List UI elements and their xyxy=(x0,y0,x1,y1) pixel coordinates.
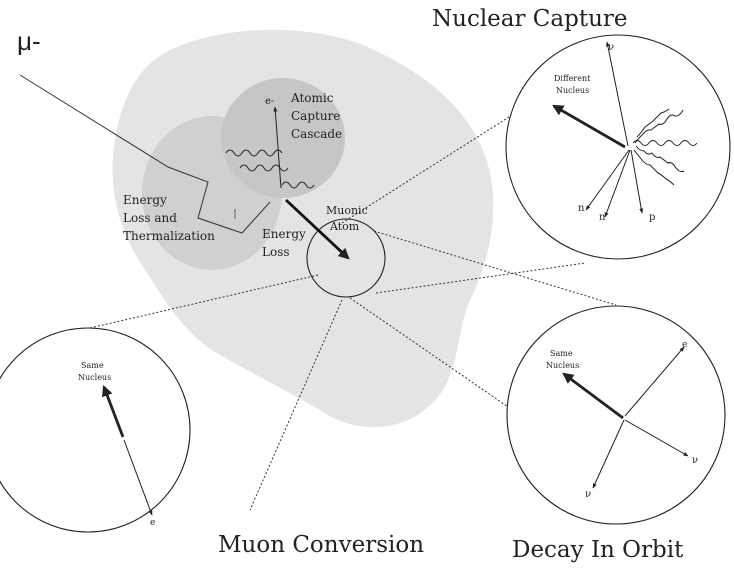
energy-loss-arrow xyxy=(285,198,350,260)
electron-arrow xyxy=(273,106,282,189)
decay-in-orbit-title: Decay In Orbit xyxy=(512,537,684,563)
neutrino-label-dio-2: ν xyxy=(585,489,591,500)
electron-top-label: e- xyxy=(265,96,274,107)
neutron-label-2: n xyxy=(599,212,606,223)
decay-in-orbit-contents xyxy=(562,346,689,489)
neutrino-label-nc: ν xyxy=(608,42,614,53)
muonic-atom-label: Muonic Atom xyxy=(326,204,371,233)
muon-conversion-circle xyxy=(0,327,191,533)
muon-conversion-title: Muon Conversion xyxy=(218,532,424,558)
muon-label: μ- xyxy=(17,26,41,56)
electron-label-mc: e xyxy=(150,518,155,528)
muon-track xyxy=(19,74,271,234)
nuclear-capture-title: Nuclear Capture xyxy=(432,6,628,32)
decay-in-orbit-circle xyxy=(506,305,726,525)
electron-label-dio: e xyxy=(682,340,687,350)
energy-loss-thermalization-label: Energy Loss and Thermalization xyxy=(123,193,215,243)
same-nucleus-label-dio: Same Nucleus xyxy=(546,349,579,370)
nuclear-capture-contents xyxy=(552,41,698,218)
different-nucleus-label: Different Nucleus xyxy=(554,74,593,95)
nuclear-capture-circle xyxy=(505,34,731,260)
same-nucleus-label-mc: Same Nucleus xyxy=(78,361,111,382)
muon-conversion-contents xyxy=(101,384,153,516)
neutrino-label-dio-1: ν xyxy=(692,455,698,466)
muonic-atom-circle xyxy=(306,218,386,298)
energy-loss-label: Energy Loss xyxy=(262,227,310,259)
atomic-capture-label: Atomic Capture Cascade xyxy=(290,91,344,141)
neutron-label-1: n xyxy=(578,203,585,214)
proton-label: p xyxy=(649,212,655,223)
atomic-capture-region xyxy=(221,78,345,198)
